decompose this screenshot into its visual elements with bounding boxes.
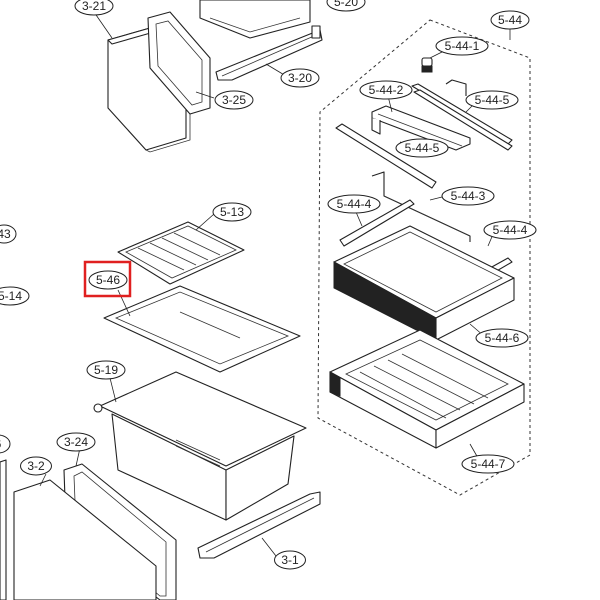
callout-label-c5_13: 5-13 [220, 205, 244, 219]
side-rail-5-44-4-left [339, 199, 415, 247]
callout-bubble-c6 [0, 434, 11, 454]
door-panel-3-2 [13, 479, 157, 600]
callout-bubble-c5_13 [212, 202, 252, 222]
callout-label-c5_44_4a: 5-44-4 [337, 197, 372, 211]
crisper-5-19 [93, 371, 307, 521]
callout-bubble-c5_14 [0, 286, 30, 306]
callout-label-c3_2: 3-2 [27, 459, 45, 473]
callout-bubble-c5_20 [326, 0, 366, 12]
callout-label-c5_46: 5-46 [96, 273, 120, 287]
crisper-5-20 [199, 0, 311, 39]
callout-bubble-c5_44_6 [475, 328, 529, 348]
callout-bubble-c5_44 [490, 10, 530, 30]
drawer-5-44-7 [329, 329, 525, 449]
callout-label-c5_14: 5-14 [0, 289, 22, 303]
callout-bubble-c5_19 [86, 360, 126, 380]
callout-bubble-c3_25 [214, 90, 254, 110]
callout-label-c5_44_5a: 5-44-5 [475, 93, 510, 107]
callout-bubble-c5_44_3 [441, 186, 495, 206]
callout-label-c5_44_5b: 5-44-5 [405, 141, 440, 155]
callout-label-c3_1: 3-1 [281, 553, 299, 567]
left-partial-part [0, 459, 7, 600]
callout-label-c5_44_2: 5-44-2 [369, 83, 404, 97]
callout-label-c5_20: 5-20 [334, 0, 358, 9]
callout-bubble-c3_21 [74, 0, 114, 16]
callout-label-c6: 6 [0, 437, 2, 451]
callout-bubble-c5_44_4a [327, 194, 381, 214]
callout-label-c5_44_4b: 5-44-4 [493, 223, 528, 237]
rail-5-44-5-lower [335, 123, 437, 189]
knob-5-44-1 [421, 57, 433, 73]
callout-label-c5_44_3: 5-44-3 [451, 189, 486, 203]
callout-label-c5_44_6: 5-44-6 [485, 331, 520, 345]
highlight-box [83, 260, 132, 298]
callout-bubble-c5_44_4b [483, 220, 537, 240]
assembly-frame-5-44 [317, 19, 531, 496]
callout-bubble-c5_44_1 [435, 36, 489, 56]
callout-bubble-c5_44_7 [461, 454, 515, 474]
rail-3-1 [197, 491, 321, 559]
callout-bubble-c43 [0, 224, 17, 244]
callout-bubble-c5_44_5a [465, 90, 519, 110]
bracket-5-44-3 [371, 171, 471, 242]
callout-label-c5_19: 5-19 [94, 363, 118, 377]
callout-label-c5_44_1: 5-44-1 [445, 39, 480, 53]
callout-labels: 3-21 5-20 3-25 3-20 5-44 5-44-1 5-44-2 5-44-5 5-… [0, 0, 537, 570]
callout-label-c3_21: 3-21 [82, 0, 106, 13]
shelf-5-13 [117, 221, 245, 285]
callout-label-c5_44_7: 5-44-7 [471, 457, 506, 471]
rail-3-20 [215, 25, 323, 81]
callout-label-c43: 43 [0, 227, 11, 241]
callout-bubble-c5_44_2 [359, 80, 413, 100]
callout-label-c5_44: 5-44 [498, 13, 522, 27]
rail-5-44-5-upper [411, 83, 513, 151]
frame-5-46 [103, 285, 301, 373]
cover-frame-5-44-6 [333, 225, 515, 341]
callout-label-c3_24: 3-24 [64, 435, 88, 449]
callout-bubble-c5_46 [88, 270, 128, 290]
callout-bubble-c3_1 [274, 550, 306, 570]
callout-bubble-c5_44_5b [395, 138, 449, 158]
bracket-5-44-2 [371, 79, 471, 151]
callout-label-c3_25: 3-25 [222, 93, 246, 107]
callout-bubble-c3_20 [280, 68, 320, 88]
callout-bubble-c3_24 [56, 432, 96, 452]
door-gasket-3-25 [147, 11, 211, 115]
callout-bubble-c3_2 [20, 456, 52, 476]
callout-label-c3_20: 3-20 [288, 71, 312, 85]
